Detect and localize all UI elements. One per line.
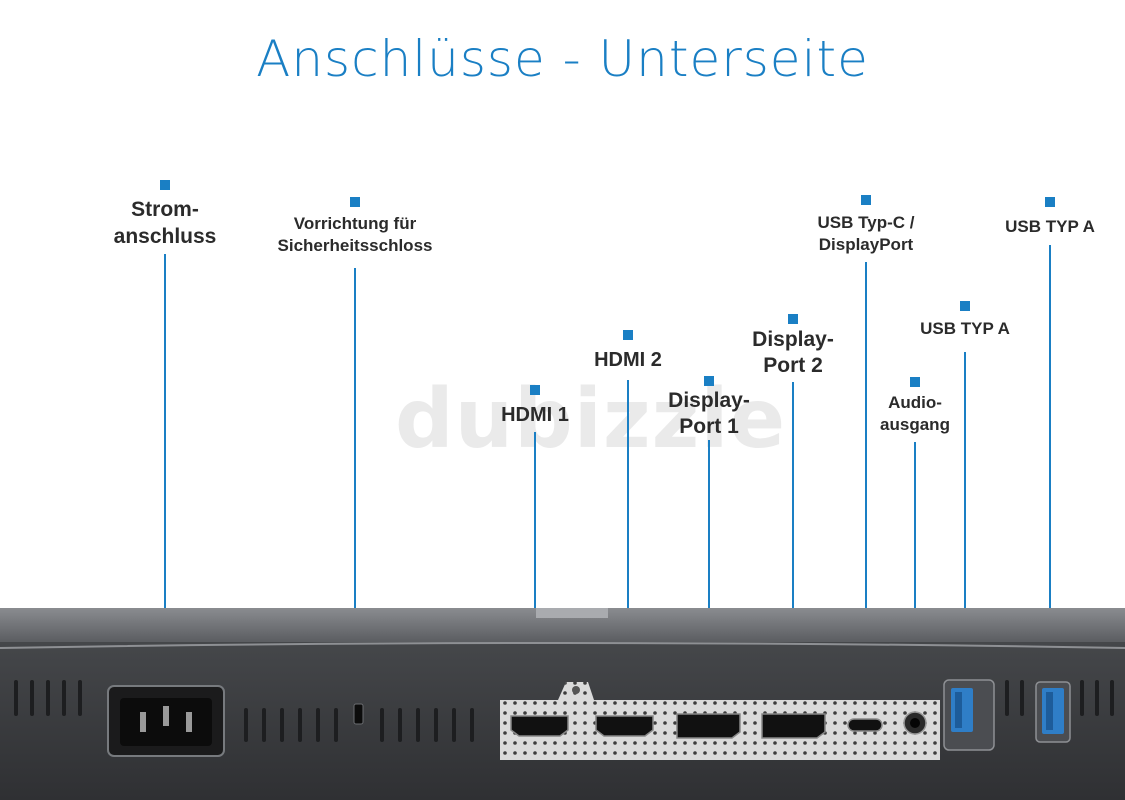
- audio-out-label: Audio-ausgang: [880, 392, 950, 436]
- hdmi-port-icon: [510, 715, 654, 737]
- audio-out-label-line: Audio-: [888, 393, 942, 412]
- displayport-2-leader-line: [792, 382, 794, 684]
- vent-slots-left: [14, 680, 474, 742]
- usb-a-1-marker: [960, 301, 970, 311]
- usb-c-dp-leader-line: [865, 262, 867, 684]
- watermark: dubizzle: [395, 372, 787, 467]
- usb-a-2-label-line: USB TYP A: [1005, 217, 1095, 236]
- usb-a-port-icon: [943, 679, 1071, 751]
- hdmi-2-label: HDMI 2: [594, 347, 662, 373]
- displayport-2-label: Display- Port 2: [752, 327, 834, 379]
- audio-out-label-line: ausgang: [880, 415, 950, 434]
- hdmi-2-marker: [623, 330, 633, 340]
- displayport-1-label-line: Port 1: [679, 415, 739, 438]
- usb-a-2-leader-line: [1049, 245, 1051, 664]
- displayport-1-label-line: Display-: [668, 389, 750, 412]
- power-label-line: Strom-: [131, 198, 199, 221]
- usb-c-dp-marker: [861, 195, 871, 205]
- hdmi-1-leader-line: [534, 432, 536, 684]
- displayport-1-label: Display- Port 1: [668, 388, 750, 440]
- page-title: Anschlüsse - Unterseite: [256, 30, 869, 88]
- usb-c-port-icon: [847, 718, 883, 732]
- stand-mount: [536, 608, 608, 618]
- usb-c-dp-label-line: DisplayPort: [818, 235, 914, 254]
- hdmi-1-marker: [530, 385, 540, 395]
- power-label-line: anschluss: [113, 225, 217, 248]
- power-socket-icon: [107, 685, 225, 757]
- displayport-1-marker: [704, 376, 714, 386]
- audio-out-leader-line: [914, 442, 916, 684]
- security-lock-label-line: Sicherheitsschloss: [277, 236, 433, 255]
- displayport-2-label-line: Port 2: [763, 354, 823, 377]
- power-leader-line: [164, 254, 166, 670]
- displayport-2-marker: [788, 314, 798, 324]
- security-lock-label-line: Vorrichtung für: [293, 214, 417, 233]
- hdmi-1-label-line: HDMI 1: [501, 404, 569, 426]
- hdmi-1-label: HDMI 1: [501, 402, 569, 428]
- hdmi-2-label-line: HDMI 2: [594, 349, 662, 371]
- displayport-2-label-line: Display-: [752, 328, 834, 351]
- audio-jack-icon: [903, 711, 927, 735]
- usb-a-2-label: USB TYP A: [1005, 216, 1095, 238]
- usb-a-1-label: USB TYP A: [920, 318, 1010, 340]
- usb-c-dp-label: USB Typ-C / DisplayPort: [818, 212, 915, 256]
- kensington-lock-icon: [353, 703, 364, 725]
- audio-out-marker: [910, 377, 920, 387]
- hdmi-2-leader-line: [627, 380, 629, 684]
- power-marker: [160, 180, 170, 190]
- usb-a-1-leader-line: [964, 352, 966, 664]
- security-lock-leader-line: [354, 268, 356, 689]
- usb-a-2-marker: [1045, 197, 1055, 207]
- monitor-bottom-panel: [0, 608, 1125, 800]
- vent-slots-right: [1005, 680, 1114, 716]
- panel-bevel: [0, 642, 1125, 649]
- usb-c-dp-label-line: USB Typ-C /: [817, 213, 915, 232]
- power-label: Strom-anschluss: [114, 196, 217, 250]
- usb-a-1-label-line: USB TYP A: [920, 319, 1010, 338]
- displayport-icon: [676, 713, 826, 739]
- displayport-1-leader-line: [708, 440, 710, 684]
- security-lock-marker: [350, 197, 360, 207]
